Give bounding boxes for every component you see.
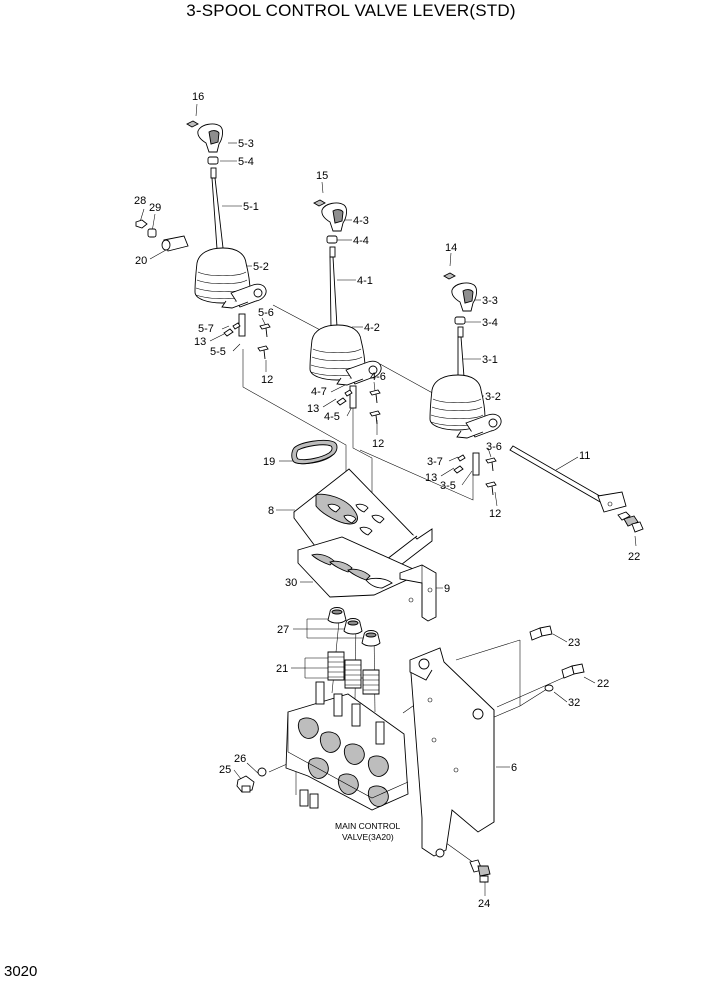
valve-note-line-1: MAIN CONTROL [335,821,400,831]
callout-label: 23 [568,637,580,649]
callout-label: 4-4 [353,235,369,247]
lever-assembly-5 [135,120,271,360]
callout-label: 5-6 [258,307,274,319]
callout-label: 20 [135,255,147,267]
callout-label: 4-7 [311,386,327,398]
main-control-valve [285,681,409,811]
guide-plate-30 [297,536,424,598]
callout-label: 26 [234,753,246,765]
callout-label: 9 [444,583,450,595]
callout-label: 13 [194,336,206,348]
callout-label: 12 [261,374,273,386]
callout-label: 27 [277,624,289,636]
callout-labels: 16 5-3 5-4 5-1 28 29 20 5-2 5-6 5-7 13 5… [134,91,640,910]
callout-label: 4-2 [364,322,380,334]
callout-label: 28 [134,195,146,207]
callout-label: 24 [478,898,490,910]
page-number: 3020 [4,963,38,980]
callout-label: 15 [316,170,328,182]
callout-label: 12 [489,508,501,520]
callout-label: 6 [511,762,517,774]
callout-label: 4-5 [324,411,340,423]
callout-label: 3-2 [485,391,501,403]
callout-label: 5-7 [198,323,214,335]
callout-label: 25 [219,764,231,776]
callout-label: 3-5 [440,480,456,492]
callout-label: 3-6 [486,441,502,453]
callout-label: 5-4 [238,156,254,168]
valve-note: MAIN CONTROL VALVE(3A20) [335,821,400,842]
callout-label: 3-4 [482,317,498,329]
rod-assembly-11 [509,445,644,533]
caps-27 [327,607,381,647]
callout-label: 32 [568,697,580,709]
callout-label: 3-1 [482,354,498,366]
plug-25-oring-26 [236,767,267,793]
callout-label: 22 [628,551,640,563]
callout-label: 5-5 [210,346,226,358]
callout-label: 13 [307,403,319,415]
callout-label: 12 [372,438,384,450]
rubber-boot-19 [291,439,338,465]
callout-label: 5-3 [238,138,254,150]
callout-label: 5-1 [243,201,259,213]
callout-label: 5-2 [253,261,269,273]
mounting-bracket-6 [409,647,495,858]
lever-assembly-3 [429,272,502,496]
callout-label: 22 [597,678,609,690]
callout-label: 8 [268,505,274,517]
callout-label: 11 [579,450,590,462]
callout-label: 14 [445,242,457,254]
callout-label: 29 [149,202,161,214]
callout-label: 4-1 [357,275,373,287]
callout-label: 3-3 [482,295,498,307]
callout-label: 3-7 [427,456,443,468]
lever-assembly-4 [309,199,382,425]
callout-label: 21 [276,663,288,675]
callout-label: 16 [192,91,204,103]
callout-label: 30 [285,577,297,589]
springs-21 [327,651,380,695]
bracket-9 [399,564,437,622]
callout-label: 4-3 [353,215,369,227]
callout-label: 4-6 [370,371,386,383]
bolts-and-washers [469,625,585,883]
callout-label: 19 [263,456,275,468]
callout-label: 13 [425,472,437,484]
valve-note-line-2: VALVE(3A20) [342,832,394,842]
diagram-title: 3-SPOOL CONTROL VALVE LEVER(STD) [186,1,516,20]
